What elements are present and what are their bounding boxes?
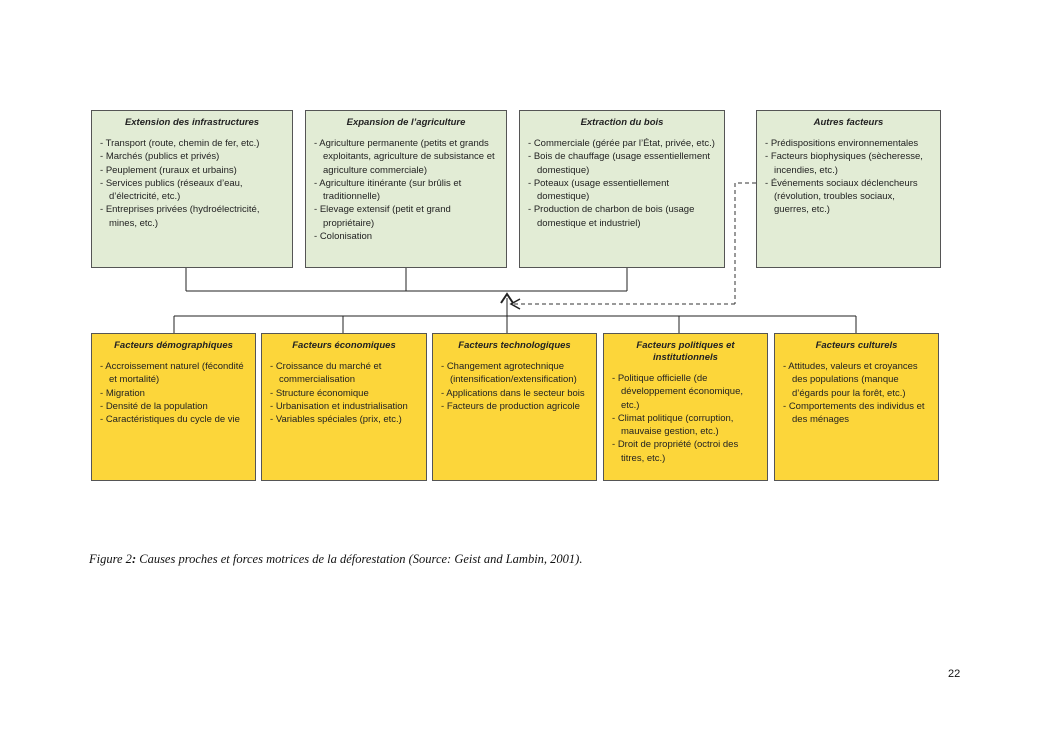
list-item: Colonisation: [314, 230, 498, 243]
list-item: Variables spéciales (prix, etc.): [270, 413, 418, 426]
box-title: Extraction du bois: [580, 117, 664, 128]
box-extraction-bois: Extraction du bois Commerciale (gérée pa…: [519, 110, 725, 268]
list-item: Structure économique: [270, 387, 418, 400]
list-item: Elevage extensif (petit et grand proprié…: [314, 203, 498, 230]
box-title: Expansion de l’agriculture: [346, 117, 466, 128]
box-title: Facteurs démographiques: [114, 340, 233, 351]
box-extension-infrastructures: Extension des infrastructures Transport …: [91, 110, 293, 268]
list-item: Bois de chauffage (usage essentiellement…: [528, 150, 716, 177]
box-list: Prédispositions environnementales Facteu…: [765, 137, 932, 217]
caption-text: Causes proches et forces motrices de la …: [136, 552, 583, 566]
box-list: Agriculture permanente (petits et grands…: [314, 137, 498, 243]
box-list: Changement agrotechnique (intensificatio…: [441, 360, 588, 413]
list-item: Peuplement (ruraux et urbains): [100, 164, 284, 177]
list-item: Droit de propriété (octroi des titres, e…: [612, 438, 759, 465]
list-item: Services publics (réseaux d’eau, d’élect…: [100, 177, 284, 204]
box-expansion-agriculture: Expansion de l’agriculture Agriculture p…: [305, 110, 507, 268]
list-item: Politique officielle (de développement é…: [612, 372, 759, 412]
box-facteurs-technologiques: Facteurs technologiques Changement agrot…: [432, 333, 597, 481]
list-item: Changement agrotechnique (intensificatio…: [441, 360, 588, 387]
box-facteurs-economiques: Facteurs économiques Croissance du march…: [261, 333, 427, 481]
arrow-up-head: [500, 292, 514, 304]
box-title: Facteurs politiques et institutionnels: [636, 340, 735, 363]
list-item: Transport (route, chemin de fer, etc.): [100, 137, 284, 150]
arrow-left-head: [509, 298, 521, 310]
list-item: Entreprises privées (hydroélectricité, m…: [100, 203, 284, 230]
box-list: Politique officielle (de développement é…: [612, 372, 759, 465]
list-item: Événements sociaux déclencheurs (révolut…: [765, 177, 932, 217]
box-autres-facteurs: Autres facteurs Prédispositions environn…: [756, 110, 941, 268]
box-title: Facteurs technologiques: [458, 340, 571, 351]
list-item: Poteaux (usage essentiellement domestiqu…: [528, 177, 716, 204]
list-item: Croissance du marché et commercialisatio…: [270, 360, 418, 387]
list-item: Caractéristiques du cycle de vie: [100, 413, 247, 426]
box-title: Autres facteurs: [813, 117, 884, 128]
list-item: Migration: [100, 387, 247, 400]
list-item: Facteurs de production agricole: [441, 400, 588, 413]
caption-colon: :: [131, 552, 137, 566]
list-item: Marchés (publics et privés): [100, 150, 284, 163]
box-list: Transport (route, chemin de fer, etc.) M…: [100, 137, 284, 230]
list-item: Facteurs biophysiques (sècheresse, incen…: [765, 150, 932, 177]
box-facteurs-demographiques: Facteurs démographiques Accroissement na…: [91, 333, 256, 481]
list-item: Agriculture itinérante (sur brûlis et tr…: [314, 177, 498, 204]
box-list: Commerciale (gérée par l’État, privée, e…: [528, 137, 716, 230]
page-number: 22: [948, 668, 961, 680]
box-facteurs-culturels: Facteurs culturels Attitudes, valeurs et…: [774, 333, 939, 481]
list-item: Attitudes, valeurs et croyances des popu…: [783, 360, 930, 400]
list-item: Applications dans le secteur bois: [441, 387, 588, 400]
list-item: Commerciale (gérée par l’État, privée, e…: [528, 137, 716, 150]
caption-figure-number: Figure 2: [89, 552, 132, 566]
list-item: Production de charbon de bois (usage dom…: [528, 203, 716, 230]
list-item: Prédispositions environnementales: [765, 137, 932, 150]
list-item: Climat politique (corruption, mauvaise g…: [612, 412, 759, 439]
box-facteurs-politiques: Facteurs politiques et institutionnels P…: [603, 333, 768, 481]
list-item: Urbanisation et industrialisation: [270, 400, 418, 413]
list-item: Agriculture permanente (petits et grands…: [314, 137, 498, 177]
box-list: Attitudes, valeurs et croyances des popu…: [783, 360, 930, 426]
box-list: Accroissement naturel (fécondité et mort…: [100, 360, 247, 426]
box-list: Croissance du marché et commercialisatio…: [270, 360, 418, 426]
list-item: Densité de la population: [100, 400, 247, 413]
box-title: Facteurs économiques: [292, 340, 396, 351]
list-item: Comportements des individus et des ménag…: [783, 400, 930, 427]
box-title: Facteurs culturels: [815, 340, 898, 351]
box-title: Extension des infrastructures: [124, 117, 260, 128]
figure-caption: Figure 2: Causes proches et forces motri…: [89, 552, 582, 567]
list-item: Accroissement naturel (fécondité et mort…: [100, 360, 247, 387]
